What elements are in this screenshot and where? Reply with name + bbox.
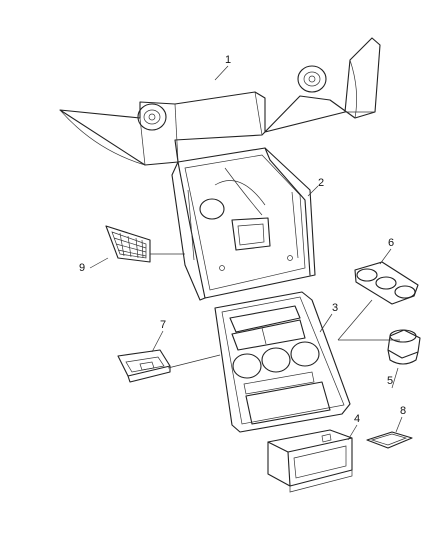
callout-4: 4 <box>354 413 361 425</box>
leader-lines <box>89 65 403 441</box>
part-4-storage-bin <box>267 429 353 493</box>
part-5-outlet-cup <box>387 329 421 365</box>
part-1-trim-panel <box>59 37 381 166</box>
part-7-bracket <box>117 349 171 383</box>
callout-1: 1 <box>225 54 232 66</box>
callout-6: 6 <box>388 237 395 249</box>
part-2-console-base <box>171 147 316 301</box>
callout-8: 8 <box>400 405 407 417</box>
callout-3: 3 <box>332 302 339 314</box>
callout-7: 7 <box>160 319 167 331</box>
part-6-cup-holder-insert <box>354 261 419 305</box>
callout-9: 9 <box>79 262 86 274</box>
callout-2: 2 <box>318 177 325 189</box>
part-3-console-bezel <box>214 291 351 433</box>
part-9-storage-net <box>105 225 151 263</box>
part-8-mat <box>366 431 413 449</box>
callout-5: 5 <box>387 375 394 387</box>
